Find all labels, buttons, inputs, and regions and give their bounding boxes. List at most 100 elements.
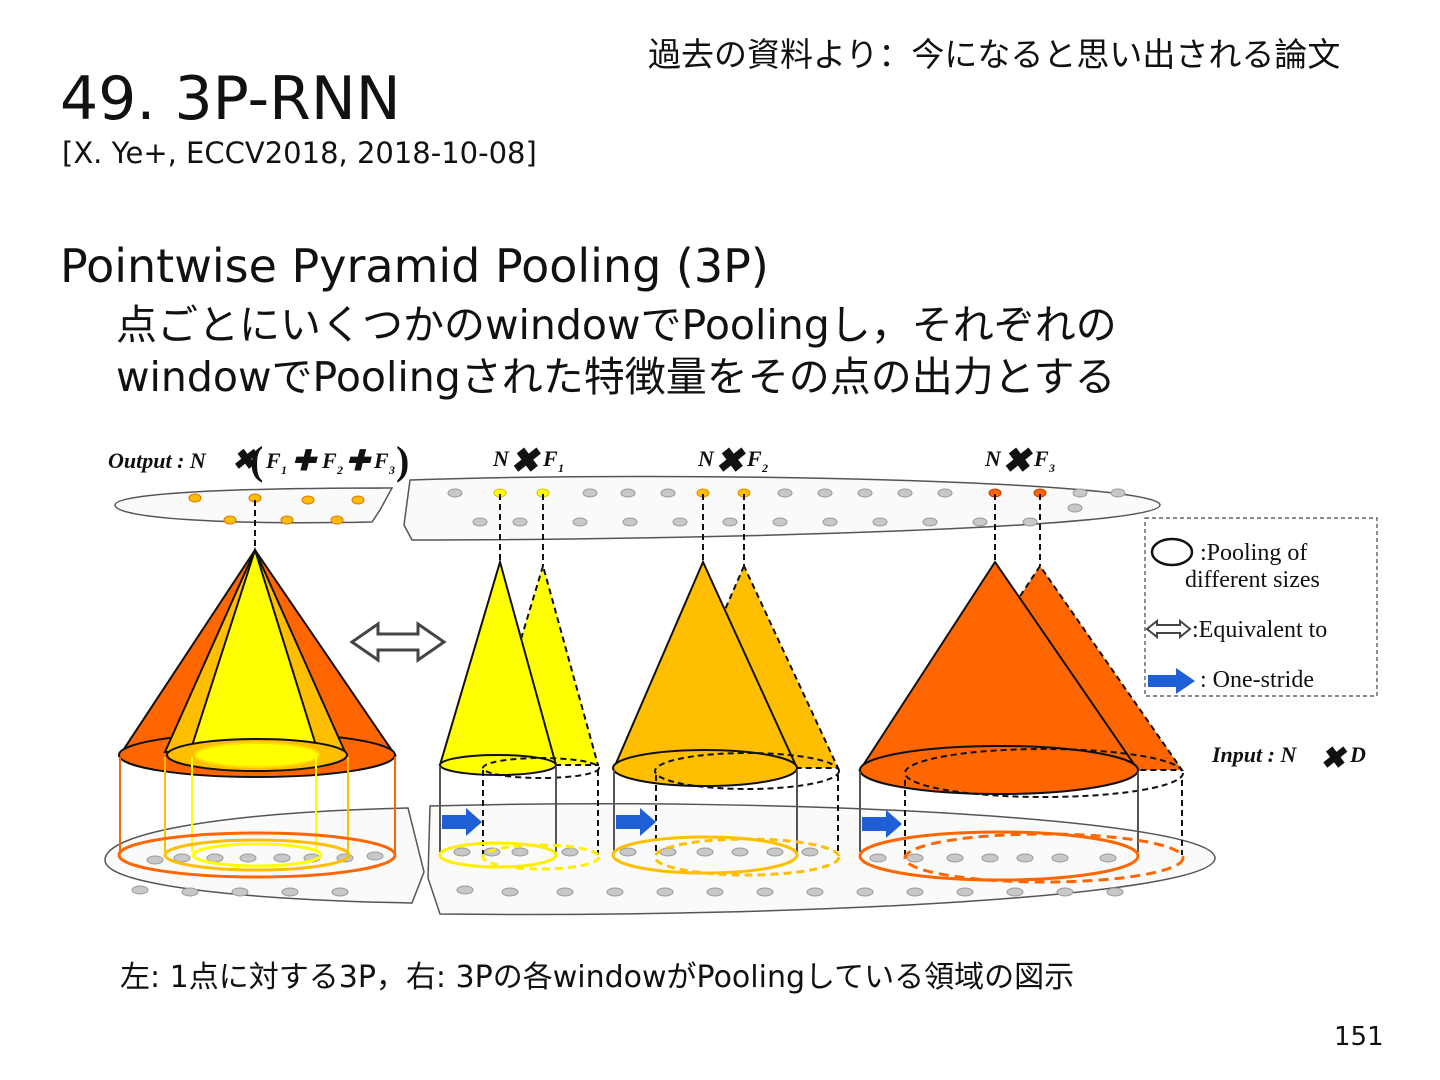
input-label: Input : N ✖ D: [1211, 742, 1366, 775]
times-icon: ✖: [510, 443, 541, 480]
section-heading: Pointwise Pyramid Pooling (3P): [60, 239, 769, 293]
bullet-line-1: 点ごとにいくつかのwindowでPoolingし，それぞれの: [116, 301, 1117, 349]
point-dot: [281, 887, 299, 897]
paren-left: (: [250, 438, 263, 483]
point-dot: [906, 853, 924, 863]
point-dot: [772, 517, 788, 527]
output-connectors: [254, 494, 1041, 566]
point-dot: [660, 488, 676, 498]
stride-legend-icon: [1148, 668, 1195, 694]
figure-caption: 左: 1点に対する3P，右: 3Pの各windowがPoolingしている領域の…: [120, 960, 1075, 995]
point-dot: [897, 488, 913, 498]
group3-n: N: [984, 446, 1002, 471]
top-note: 過去の資料より：今になると思い出される論文: [648, 35, 1341, 74]
slide-title: 49. 3P-RNN: [60, 64, 401, 134]
point-dot: [619, 847, 637, 857]
point-dot: [1067, 503, 1083, 513]
point-dot: [906, 887, 924, 897]
group-labels: N ✖ F 1 N ✖ F 2 N ✖ F 3: [492, 443, 1055, 480]
point-dot: [946, 853, 964, 863]
point-dot: [472, 517, 488, 527]
output-label: Output : N ✖ ( F 1 ✚ F 2 ✚ F 3 ): [108, 438, 409, 483]
legend-pooling-line2: different sizes: [1185, 567, 1320, 593]
output-sub3: 3: [388, 463, 395, 477]
point-dot: [1006, 887, 1024, 897]
point-dot: [1056, 887, 1074, 897]
input-label-text: Input : N: [1211, 742, 1297, 767]
point-dot: [766, 847, 784, 857]
point-dot: [672, 517, 688, 527]
times-icon: ✖: [1320, 742, 1348, 775]
window-group-small: [438, 558, 601, 871]
group1-sub: 1: [558, 461, 564, 475]
group1-f: F: [542, 446, 558, 471]
point-dot: [331, 887, 349, 897]
point-dot: [561, 847, 579, 857]
pooling-ellipse-icon: [1150, 537, 1194, 567]
legend-equivalent: :Equivalent to: [1192, 617, 1327, 643]
times-icon: ✖: [715, 443, 746, 480]
point-dot: [1022, 517, 1038, 527]
stride-arrow-icon: [442, 808, 902, 838]
output-f1: F: [265, 448, 281, 473]
output-sub2: 2: [336, 463, 343, 477]
point-dot: [273, 853, 291, 863]
plus-icon: ✚: [292, 446, 318, 477]
point-dot: [606, 887, 624, 897]
group3-sub: 3: [1048, 461, 1055, 475]
point-dot: [512, 517, 528, 527]
point-dot: [696, 847, 714, 857]
point-dot: [330, 515, 344, 525]
point-dot: [956, 887, 974, 897]
point-dot: [872, 517, 888, 527]
point-dot: [188, 493, 202, 503]
point-dot: [857, 488, 873, 498]
output-label-text: Output : N: [108, 448, 207, 473]
point-dot: [856, 887, 874, 897]
paren-right: ): [396, 438, 409, 483]
group1-n: N: [492, 446, 510, 471]
point-dot: [1016, 853, 1034, 863]
output-f2: F: [321, 448, 337, 473]
point-dot: [722, 517, 738, 527]
point-dot: [620, 488, 636, 498]
page-number: 151: [1334, 1022, 1384, 1052]
left-nested-cones: [117, 546, 397, 879]
group2-sub: 2: [761, 461, 768, 475]
equivalent-arrow-icon: [349, 621, 447, 663]
point-dot: [572, 517, 588, 527]
point-dot: [817, 488, 833, 498]
point-dot: [801, 847, 819, 857]
bullet-line-2: windowでPoolingされた特徴量をその点の出力とする: [116, 353, 1116, 401]
window-group-large: [858, 560, 1185, 884]
output-sub1: 1: [281, 463, 287, 477]
window-group-medium: [611, 559, 841, 877]
equivalent-legend-icon: [1145, 618, 1192, 640]
point-dot: [1072, 488, 1088, 498]
point-dot: [231, 887, 249, 897]
output-points: [188, 488, 1126, 527]
legend: :Pooling of different sizes :Equivalent …: [1144, 517, 1378, 697]
point-dot: [731, 847, 749, 857]
point-dot: [656, 887, 674, 897]
point-dot: [366, 851, 384, 861]
group3-f: F: [1033, 446, 1049, 471]
times-icon: ✖: [1002, 443, 1033, 480]
point-dot: [239, 853, 257, 863]
point-dot: [981, 853, 999, 863]
point-dot: [146, 855, 164, 865]
plus-icon: ✚: [346, 446, 372, 477]
point-dot: [131, 885, 149, 895]
point-dot: [806, 887, 824, 897]
point-dot: [206, 853, 224, 863]
point-dot: [223, 515, 237, 525]
group2-f: F: [746, 446, 762, 471]
point-dot: [456, 885, 474, 895]
output-f3: F: [373, 448, 389, 473]
output-plane: [114, 475, 1161, 541]
point-dot: [869, 853, 887, 863]
point-dot: [1106, 887, 1124, 897]
input-d: D: [1349, 742, 1366, 767]
point-dot: [556, 887, 574, 897]
